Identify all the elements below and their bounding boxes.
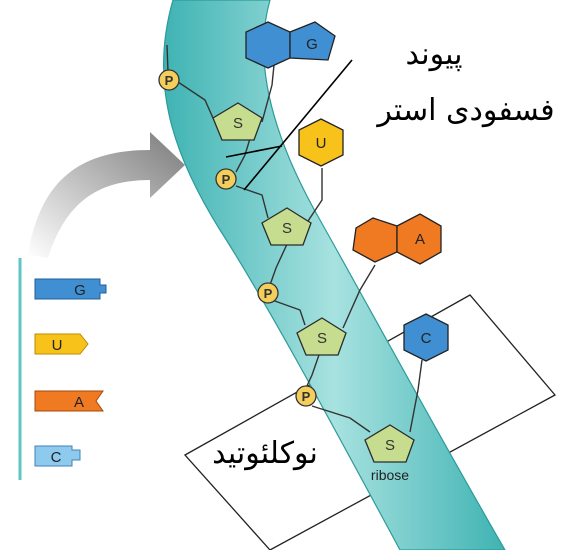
strand-connectors bbox=[166, 44, 423, 433]
phosphate-4: P bbox=[295, 385, 317, 407]
base-label-g: G bbox=[306, 36, 318, 53]
key-base-g: G bbox=[34, 278, 107, 300]
bond-pointer-lines bbox=[225, 59, 353, 191]
sugar-4: S bbox=[364, 424, 415, 463]
base-a: A bbox=[352, 213, 442, 265]
phosphodiester-label-line1: پیوند bbox=[406, 37, 463, 72]
sugar-label-2: S bbox=[282, 220, 292, 237]
key-label-u: U bbox=[52, 337, 63, 354]
phosphate-2: P bbox=[215, 168, 237, 190]
phosphate-1: P bbox=[158, 69, 180, 91]
key-label-a: A bbox=[74, 394, 84, 411]
base-label-u: U bbox=[316, 135, 327, 152]
sugar-label-1: S bbox=[233, 115, 243, 132]
sugar-1: S bbox=[212, 102, 263, 141]
ribose-label: ribose bbox=[371, 467, 409, 483]
nucleotide-label: نوکلئوتید bbox=[212, 436, 318, 471]
key-label-g: G bbox=[74, 282, 86, 299]
sugar-label-3: S bbox=[317, 330, 327, 347]
key-base-a: A bbox=[34, 390, 104, 412]
sugar-label-4: S bbox=[385, 437, 395, 454]
sugar-3: S bbox=[296, 317, 347, 356]
phosphate-label-2: P bbox=[222, 172, 231, 187]
sugar-2: S bbox=[261, 207, 312, 246]
base-label-c: C bbox=[421, 330, 432, 347]
phosphodiester-label-line2: فسفودی استر bbox=[375, 93, 554, 128]
key-base-c: C bbox=[34, 445, 81, 467]
phosphate-label-3: P bbox=[264, 286, 273, 301]
key-base-u: U bbox=[34, 333, 89, 355]
base-c: C bbox=[403, 313, 449, 362]
phosphate-3: P bbox=[257, 282, 279, 304]
curved-arrow bbox=[28, 132, 185, 258]
base-u: U bbox=[298, 118, 344, 167]
phosphate-label-1: P bbox=[165, 73, 174, 88]
base-g: G bbox=[245, 21, 336, 69]
phosphate-label-4: P bbox=[302, 389, 311, 404]
key-label-c: C bbox=[51, 449, 62, 466]
base-label-a: A bbox=[415, 231, 425, 248]
